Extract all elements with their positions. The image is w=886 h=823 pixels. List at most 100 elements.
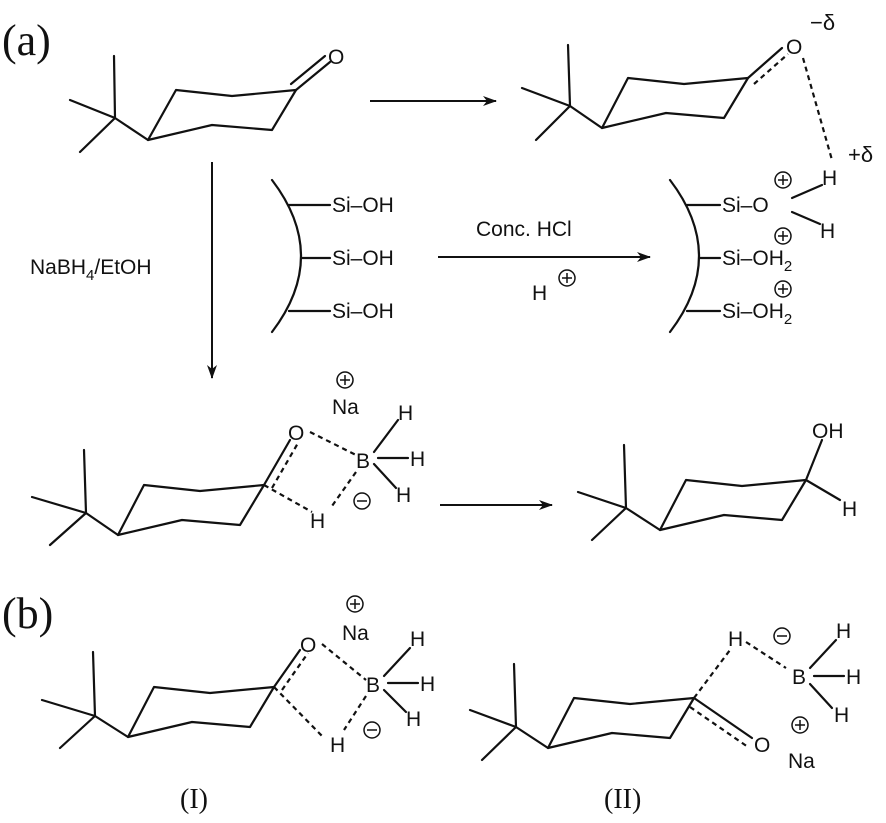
hydrogen-atom: H	[842, 498, 857, 521]
positive-charge-icon	[791, 716, 809, 734]
h-b-interaction	[745, 641, 787, 669]
oh-bond-upper	[790, 183, 824, 200]
silica-surface-protonated: Si–O H H Si–OH2 Si–OH2	[668, 167, 837, 334]
sodium-cation: Na	[788, 750, 815, 773]
structure-caption-I: (I)	[180, 784, 208, 815]
positive-charge-icon	[336, 371, 354, 389]
boron-atom: B	[792, 666, 806, 689]
co-partial-bond	[281, 652, 309, 691]
hydroxyl-group: OH	[812, 420, 844, 443]
ring-bonds	[658, 478, 808, 532]
silica-surface-neutral: Si–OH Si–OH Si–OH	[270, 178, 394, 334]
hydride-3: H	[834, 704, 849, 727]
positive-charge-icon	[774, 171, 792, 189]
ketone-molecule: O	[68, 46, 344, 154]
hydride-1: H	[836, 620, 851, 643]
oxygen-atom: O	[754, 734, 770, 757]
carbonyl-bond	[289, 54, 332, 92]
hydride-1: H	[398, 402, 413, 425]
oxygen-atom: O	[288, 422, 304, 445]
surface-links	[287, 203, 332, 313]
oh-bond-lower	[790, 210, 822, 226]
tert-butyl-bonds	[40, 650, 130, 750]
tert-butyl-bonds	[468, 662, 550, 762]
transferring-hydride: H	[330, 734, 345, 757]
ring-bonds	[116, 483, 266, 537]
co-single-bond	[262, 438, 292, 487]
protonated-silanol-3: Si–OH2	[722, 300, 792, 328]
acid-reagent-label: Conc. HCl	[476, 218, 572, 241]
hydrogen-upper: H	[822, 167, 837, 190]
ring-bonds	[126, 685, 276, 739]
transition-state-II: H B H H H O Na (II)	[468, 620, 861, 815]
c-h-forming-bond	[693, 649, 731, 699]
co-single-bond	[746, 46, 784, 80]
silanol-group-3: Si–OH	[332, 300, 394, 323]
surface-arc	[270, 178, 303, 334]
transferring-hydride: H	[310, 510, 325, 533]
c-h-bond	[804, 478, 842, 502]
c-oh-bond	[804, 438, 824, 482]
svg-text:NaBH4/EtOH: NaBH4/EtOH	[30, 256, 152, 284]
hydride-2: H	[846, 666, 861, 689]
sodium-cation: Na	[332, 396, 359, 419]
hydride-3: H	[406, 708, 421, 731]
partial-negative-charge: −δ	[810, 10, 835, 35]
tert-butyl-bonds	[576, 443, 662, 542]
structure-caption-II: (II)	[604, 784, 641, 815]
hydride-1: H	[410, 628, 425, 651]
co-partial-bond	[753, 53, 789, 85]
silanol-group-1: Si–OH	[332, 194, 394, 217]
sodium-cation: Na	[342, 622, 369, 645]
silanol-group-2: Si–OH	[332, 247, 394, 270]
negative-charge-icon	[363, 721, 381, 739]
b-h-transfer-bond	[343, 695, 367, 731]
oxygen-atom: O	[786, 36, 802, 59]
partial-positive-charge: +δ	[848, 142, 873, 167]
ring-bonds	[146, 88, 298, 142]
c-h-forming-bond	[273, 686, 325, 739]
oxygen-atom: O	[300, 634, 316, 657]
panel-label-b: (b)	[2, 589, 53, 638]
surface-links	[685, 203, 722, 313]
borohydride-transition-state: O Na B H H H H	[30, 371, 425, 547]
positive-charge-icon	[774, 227, 792, 245]
b-h-transfer-bond	[331, 471, 357, 507]
tert-butyl-bonds	[520, 43, 604, 142]
hydride-2: H	[420, 673, 435, 696]
positive-charge-icon	[346, 595, 364, 613]
positive-charge-icon	[774, 280, 792, 298]
protonated-silanol-1: Si–O	[722, 194, 769, 217]
carbonyl-oxygen: O	[328, 46, 344, 69]
proton-charge-icon	[558, 269, 576, 287]
bh-bonds	[372, 418, 410, 490]
ring-bonds	[546, 696, 696, 750]
transition-state-I: O Na B H H H H (I)	[40, 595, 435, 815]
bh-bonds	[382, 646, 420, 714]
o-b-interaction	[309, 431, 357, 456]
boron-atom: B	[356, 450, 370, 473]
polarized-ketone: O −δ +δ	[520, 10, 873, 167]
tert-butyl-bonds	[30, 448, 120, 547]
panel-label-a: (a)	[2, 16, 51, 65]
tert-butyl-bonds	[68, 54, 150, 154]
co-partial-bond	[689, 706, 749, 748]
negative-charge-icon	[773, 627, 791, 645]
boron-atom: B	[366, 674, 380, 697]
bh-bonds	[808, 638, 846, 710]
reduction-reagent-label: NaBH4/EtOH	[30, 256, 152, 284]
hydride-2: H	[410, 448, 425, 471]
o-b-interaction	[321, 643, 367, 681]
hydride-3: H	[396, 484, 411, 507]
alcohol-product: OH H	[576, 420, 857, 542]
co-single-bond	[272, 648, 302, 689]
surface-arc	[668, 178, 701, 334]
protonated-silanol-2: Si–OH2	[722, 247, 792, 275]
ring-bonds	[600, 76, 750, 130]
c-h-forming-bond	[263, 484, 313, 513]
hydrogen-lower: H	[820, 220, 835, 243]
co-single-bond	[692, 696, 754, 740]
negative-charge-icon	[353, 492, 371, 510]
hydrogen-bond	[801, 57, 834, 161]
